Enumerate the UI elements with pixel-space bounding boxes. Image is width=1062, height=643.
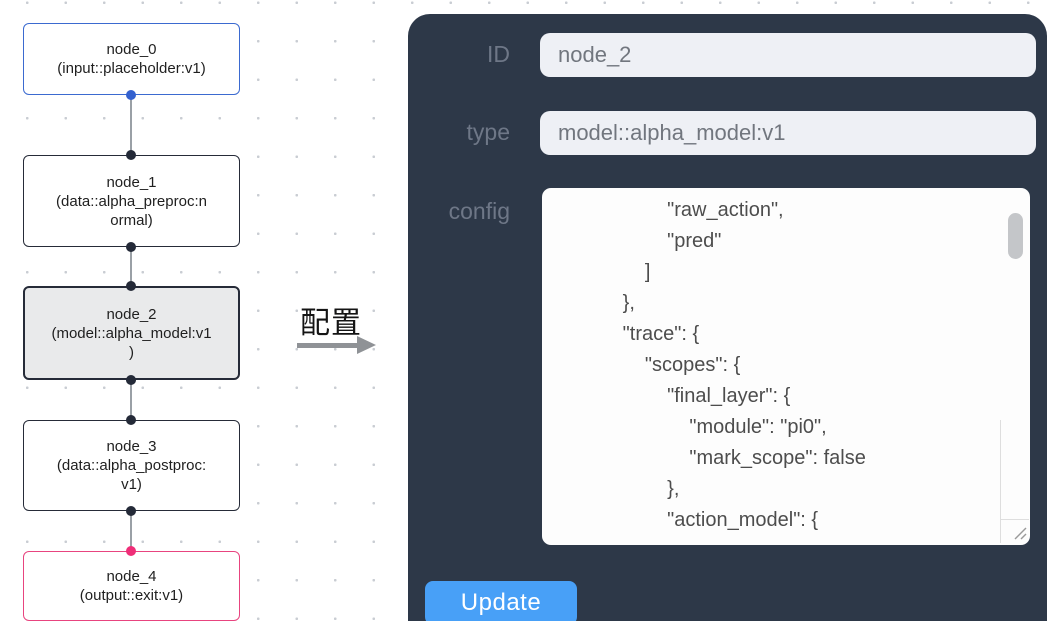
type-input[interactable] (540, 111, 1036, 155)
node-title: node_3 (106, 438, 157, 455)
flow-node-node_2-selected[interactable]: node_2 (model::alpha_model:v1 ) (23, 286, 240, 380)
arrow-right-icon (297, 336, 379, 354)
type-label: type (466, 119, 510, 145)
node-type-line: (data::alpha_preproc:n (56, 192, 207, 210)
port-in-node_3[interactable] (126, 415, 136, 425)
edge-node2-node3 (130, 380, 132, 420)
edge-node0-node1 (130, 95, 132, 155)
node-type-line: (model::alpha_model:v1 (51, 324, 212, 342)
edge-node1-node2 (130, 247, 132, 286)
id-input[interactable] (540, 33, 1036, 77)
port-out-node_1[interactable] (126, 242, 136, 252)
scrollbar-track-divider (1000, 420, 1001, 543)
flow-node-node_3[interactable]: node_3 (data::alpha_postproc: v1) (23, 420, 240, 511)
node-title: node_2 (106, 305, 157, 323)
port-in-node_1[interactable] (126, 150, 136, 160)
scrollbar-corner-divider (1000, 519, 1029, 520)
port-in-node_4[interactable] (126, 546, 136, 556)
flow-node-node_0[interactable]: node_0 (input::placeholder:v1) (23, 23, 240, 95)
node-type-line: v1) (121, 476, 142, 493)
port-in-node_2[interactable] (126, 281, 136, 291)
node-type-line: (data::alpha_postproc: (56, 457, 207, 474)
arrow-shaft (297, 343, 359, 348)
node-type-line: (input::placeholder:v1) (57, 60, 206, 77)
flow-node-node_4[interactable]: node_4 (output::exit:v1) (23, 551, 240, 621)
port-out-node_2[interactable] (126, 375, 136, 385)
flow-node-node_1[interactable]: node_1 (data::alpha_preproc:n ormal) (23, 155, 240, 247)
node-title: node_4 (106, 568, 157, 585)
scrollbar-thumb[interactable] (1008, 213, 1023, 259)
node-title: node_0 (106, 41, 157, 58)
port-out-node_0[interactable] (126, 90, 136, 100)
node-type-line: ) (129, 343, 134, 361)
edge-node3-node4 (130, 511, 132, 551)
port-out-node_3[interactable] (126, 506, 136, 516)
node-type-line: ormal) (110, 211, 153, 229)
config-label: config (448, 198, 510, 224)
node-config-panel: ID type config "raw_action", "pred" ] },… (408, 14, 1047, 621)
node-type-line: (output::exit:v1) (79, 587, 184, 604)
arrow-head (357, 336, 376, 354)
resize-handle-icon[interactable] (1012, 525, 1028, 541)
config-textarea[interactable]: "raw_action", "pred" ] }, "trace": { "sc… (542, 188, 1030, 545)
update-button[interactable]: Update (425, 581, 577, 621)
id-label: ID (487, 41, 510, 67)
node-title: node_1 (106, 173, 157, 191)
transition-label: 配置 (300, 307, 362, 340)
